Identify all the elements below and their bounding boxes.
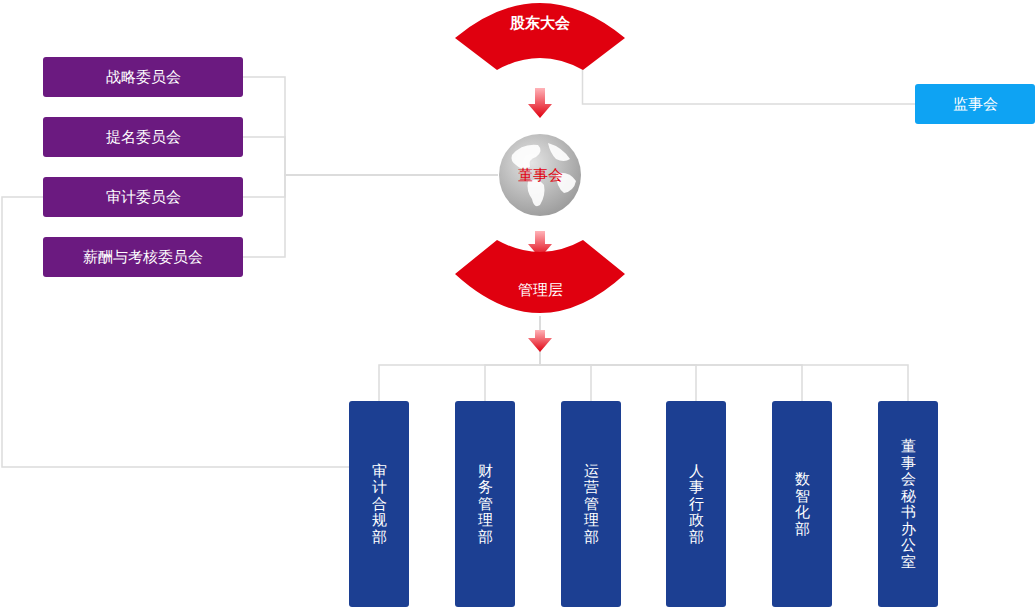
- committee-box: 战略委员会: [43, 57, 243, 97]
- node-label: 数智化部: [795, 471, 810, 537]
- supervisor-box: 监事会: [915, 84, 1035, 124]
- connector-line: [243, 77, 498, 175]
- globe-body: [499, 134, 581, 216]
- continent: [548, 143, 570, 161]
- board-globe: 董事会: [498, 133, 582, 217]
- node-label: 提名委员会: [106, 128, 181, 146]
- node-label: 董事会秘书办公室: [901, 438, 916, 570]
- department-box: 董事会秘书办公室: [878, 401, 938, 607]
- connector-line: [485, 316, 540, 401]
- department-box: 人事行政部: [666, 401, 726, 607]
- node-label: 董事会: [518, 166, 563, 184]
- committee-box: 审计委员会: [43, 177, 243, 217]
- connector-line: [243, 137, 498, 175]
- red-arrow: [528, 88, 552, 118]
- node-label: 审计合规部: [372, 463, 387, 546]
- connector-line: [379, 316, 540, 401]
- node-label: 股东大会: [510, 14, 570, 32]
- committee-box: 提名委员会: [43, 117, 243, 157]
- connector-line: [540, 316, 696, 401]
- red-band: 股东大会: [455, 2, 625, 70]
- band-outline: [455, 3, 625, 70]
- node-label: 人事行政部: [689, 463, 704, 546]
- connector-line: [583, 66, 916, 104]
- department-box: 数智化部: [772, 401, 832, 607]
- node-label: 薪酬与考核委员会: [83, 248, 203, 266]
- node-label: 监事会: [953, 95, 998, 113]
- band-shape: [455, 240, 625, 318]
- node-label: 审计委员会: [106, 188, 181, 206]
- connector-line: [540, 316, 908, 401]
- red-band: 管理层: [455, 240, 625, 318]
- node-label: 战略委员会: [106, 68, 181, 86]
- connector-line: [243, 175, 498, 257]
- band-outline: [455, 240, 625, 313]
- committee-box: 薪酬与考核委员会: [43, 237, 243, 277]
- node-label: 财务管理部: [478, 463, 493, 546]
- node-label: 运营管理部: [584, 463, 599, 546]
- band-shape: [455, 2, 625, 70]
- continent: [512, 145, 541, 169]
- node-label: 管理层: [518, 281, 563, 299]
- connector-line: [540, 316, 802, 401]
- department-box: 运营管理部: [561, 401, 621, 607]
- connector-line: [243, 175, 498, 197]
- department-box: 财务管理部: [455, 401, 515, 607]
- red-arrow: [528, 330, 552, 352]
- department-box: 审计合规部: [349, 401, 409, 607]
- connector-line: [2, 197, 349, 467]
- connector-line: [540, 316, 591, 401]
